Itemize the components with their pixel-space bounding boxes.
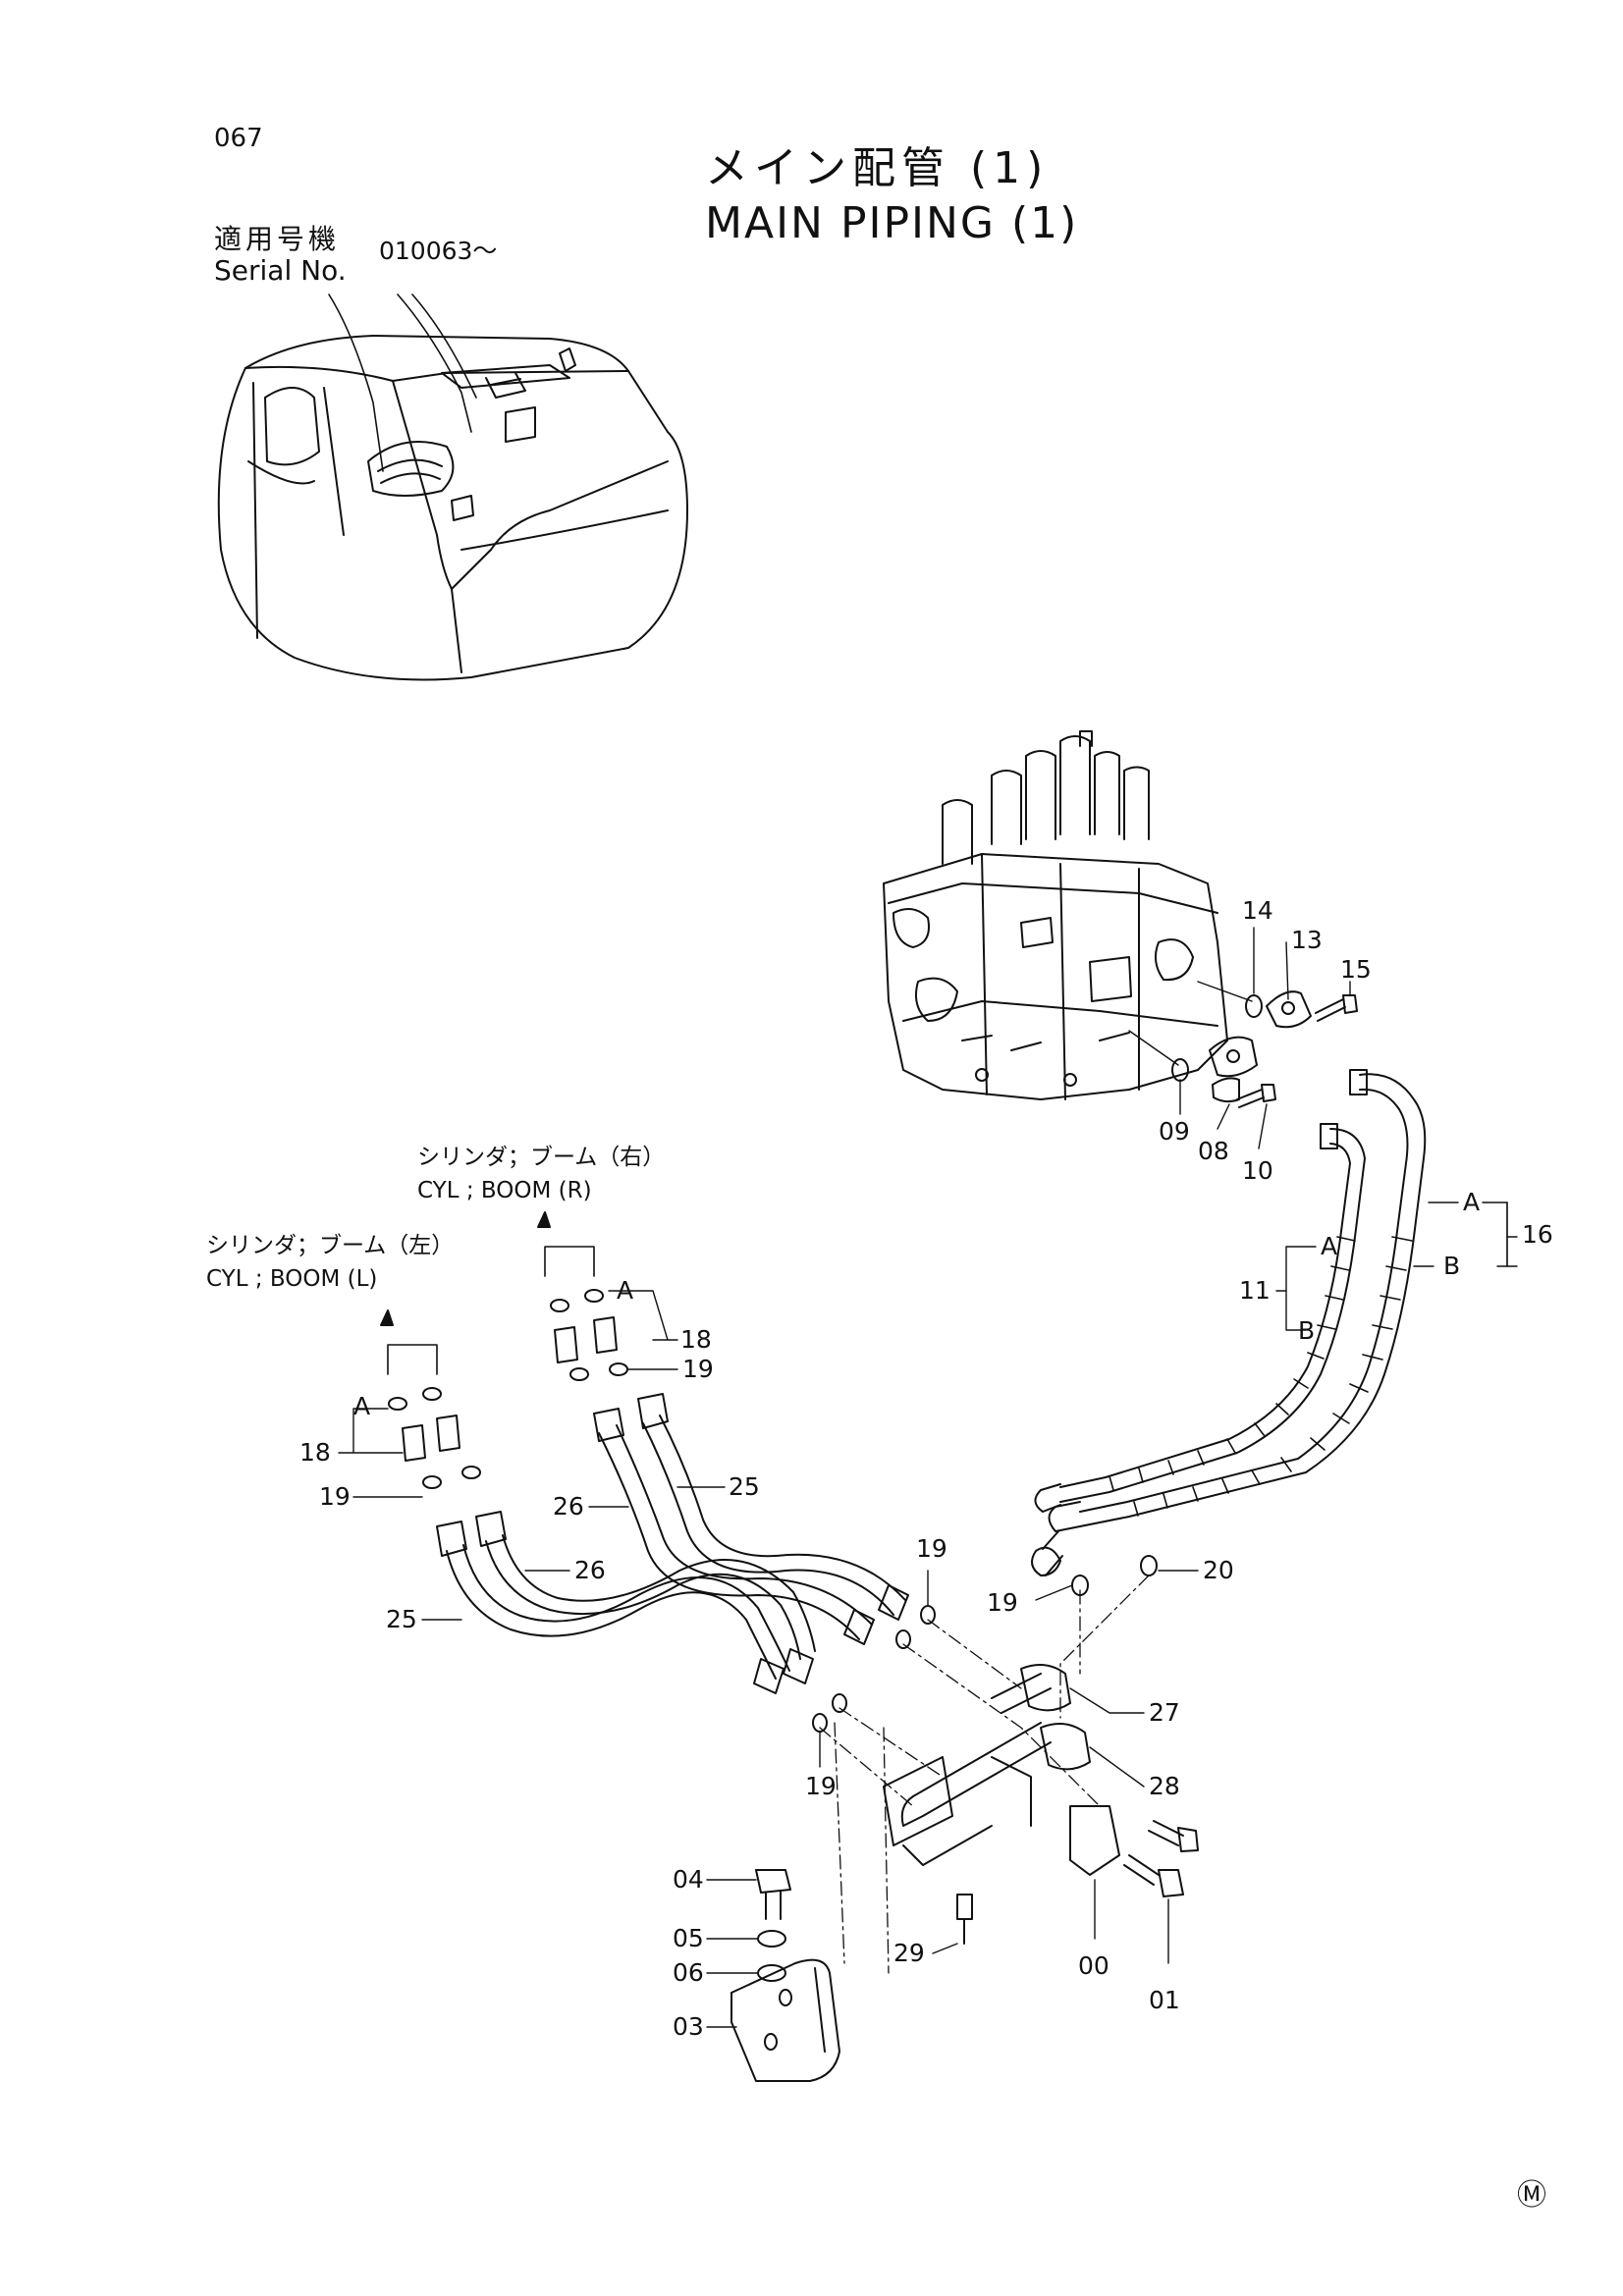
part-label-a-right: A [617,1276,634,1305]
manifold-block-icon [884,1665,1119,1875]
arrow-up-left-icon [381,1310,393,1325]
part-label-27: 27 [1149,1698,1180,1727]
part-label-25-left: 25 [386,1605,417,1633]
arrow-up-right-icon [538,1212,550,1227]
part-label-20: 20 [1203,1556,1234,1584]
destination-boom-left-en: CYL ; BOOM (L) [206,1266,378,1292]
control-valve-icon [884,731,1252,1099]
part-label-04: 04 [673,1865,704,1894]
part-label-10: 10 [1242,1156,1273,1185]
part-label-29: 29 [893,1939,925,1967]
part-label-06: 06 [673,1958,704,1987]
hose-26-left-icon [486,1535,815,1659]
hose-25-left-icon [447,1545,789,1679]
excavator-overview-icon [219,294,687,680]
bracket-03-icon [731,1960,839,2081]
hose-25-right-icon [643,1415,905,1615]
washer-05-icon [758,1931,785,1947]
o-ring-14-icon [1246,995,1262,1017]
o-ring-20-icon [1141,1556,1157,1575]
part-label-13: 13 [1291,926,1323,954]
part-label-b-16: B [1443,1252,1461,1280]
part-label-09: 09 [1159,1117,1190,1146]
title-english: MAIN PIPING (1) [705,198,1079,248]
part-label-18-right: 18 [680,1325,712,1354]
part-label-03: 03 [673,2012,704,2041]
part-label-25-right: 25 [729,1472,760,1501]
bolt-04-icon [756,1870,790,1919]
o-ring-09-icon [1172,1059,1188,1081]
bolt-15-icon [1316,995,1357,1021]
destination-boom-left-jp: シリンダ；ブーム（左） [206,1233,455,1258]
part-label-14: 14 [1242,896,1273,925]
page-number: 067 [214,124,263,153]
bolt-01-icon [1124,1821,1198,1896]
destination-boom-right-jp: シリンダ；ブーム（右） [417,1145,666,1170]
flange-08-icon [1210,1038,1257,1101]
part-label-00: 00 [1078,1951,1109,1980]
bolt-29-icon [957,1895,972,1944]
part-label-b-11: B [1298,1316,1316,1345]
part-label-a-16: A [1463,1188,1481,1216]
part-label-19-right: 19 [682,1355,714,1383]
part-label-19-left: 19 [319,1482,351,1511]
title-japanese: メイン配管 (1) [705,143,1050,193]
m-mark-icon: Ⓜ [1517,2178,1546,2213]
hose-11-icon [1060,1129,1365,1502]
part-label-11: 11 [1239,1276,1271,1305]
flange-13-icon [1267,991,1311,1027]
part-label-19-c: 19 [916,1534,947,1563]
hose-16-icon [1080,1074,1425,1526]
part-label-26-left: 26 [574,1556,606,1584]
part-label-19-e: 19 [805,1772,837,1800]
part-label-a-left: A [353,1392,371,1420]
part-label-05: 05 [673,1924,704,1952]
part-label-16: 16 [1522,1220,1553,1249]
part-label-19-d: 19 [987,1588,1018,1617]
hose-26-right-icon [599,1425,872,1639]
part-label-a-11: A [1321,1232,1338,1260]
part-label-08: 08 [1198,1137,1229,1165]
part-label-15: 15 [1340,955,1372,984]
destination-boom-right-en: CYL ; BOOM (R) [417,1178,592,1203]
serial-label-english: Serial No. [214,254,347,287]
part-label-26-right: 26 [553,1492,584,1521]
part-label-18-left: 18 [299,1438,331,1467]
part-label-28: 28 [1149,1772,1180,1800]
bolt-10-icon [1237,1085,1275,1107]
serial-label-japanese: 適用号機 [214,223,341,255]
part-label-01: 01 [1149,1986,1180,2014]
serial-value: 010063～ [379,237,498,265]
